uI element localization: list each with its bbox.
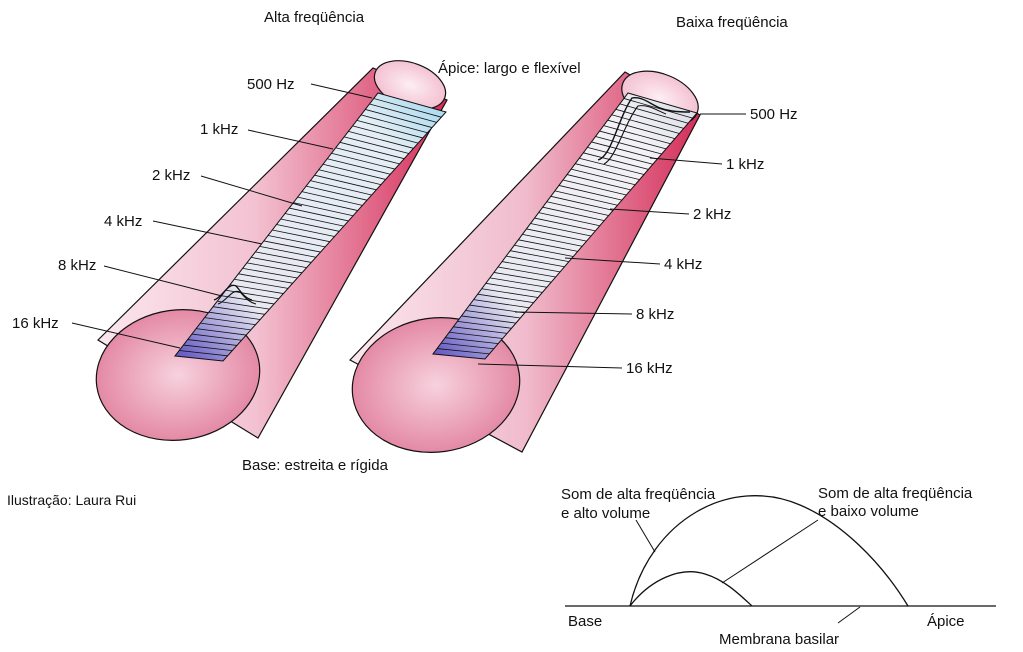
high-soft-curve: [630, 572, 752, 606]
high-soft-label-line1: Som de alta freqüência: [818, 485, 973, 502]
high-soft-label-line2: e baixo volume: [818, 503, 919, 520]
illustration-credit: Ilustração: Laura Rui: [7, 492, 136, 508]
membrane-label: Membrana basilar: [719, 631, 839, 648]
right-title: Baixa freqüência: [676, 14, 788, 31]
left-label-8khz: 8 kHz: [58, 257, 96, 274]
right-label-500hz: 500 Hz: [750, 106, 798, 123]
left-label-2khz: 2 kHz: [152, 167, 190, 184]
left-title: Alta freqüência: [264, 9, 365, 26]
right-label-1khz: 1 kHz: [726, 156, 764, 173]
right-label-8khz: 8 kHz: [636, 306, 674, 323]
high-loud-label-line2: e alto volume: [561, 505, 650, 522]
wave-apex-label: Ápice: [927, 613, 965, 630]
right-label-2khz: 2 kHz: [693, 206, 731, 223]
base-label: Base: estreita e rígida: [242, 457, 389, 474]
wave-base-label: Base: [568, 613, 602, 630]
high-loud-label-line1: Som de alta freqüência: [561, 486, 716, 503]
left-label-4khz: 4 kHz: [104, 213, 142, 230]
left-label-1khz: 1 kHz: [200, 121, 238, 138]
left-label-500hz: 500 Hz: [247, 76, 295, 93]
right-label-16khz: 16 kHz: [626, 360, 673, 377]
right-label-4khz: 4 kHz: [664, 256, 702, 273]
membrane-wave-diagram: Som de alta freqüência e alto volume Som…: [561, 485, 996, 648]
left-label-16khz: 16 kHz: [12, 315, 59, 332]
apex-label: Ápice: largo e flexível: [438, 60, 581, 77]
